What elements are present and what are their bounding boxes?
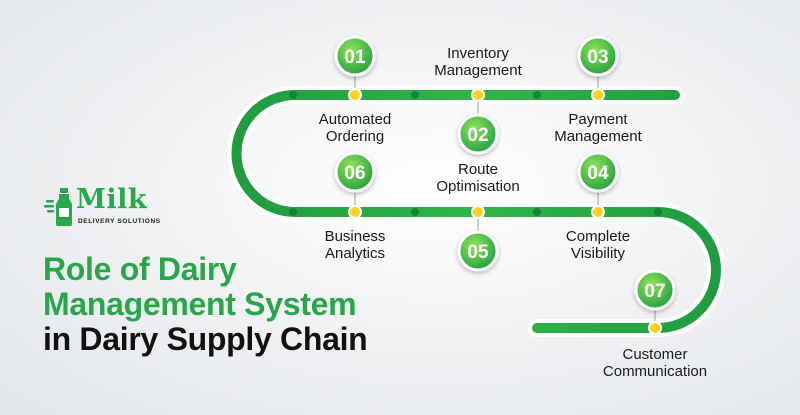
brand-logo: Milk DELIVERY SOLUTIONS [44, 184, 174, 236]
step-badge-03: 03 [577, 35, 619, 77]
step-label-07: Customer Communication [603, 346, 707, 380]
step-label-02-line2: Optimisation [436, 178, 520, 195]
step-label-03-line2: Management [554, 128, 642, 145]
step-label-02: Route Optimisation [436, 161, 519, 195]
step-badge-04: 04 [577, 151, 619, 193]
step-label-05-line1: Business [324, 228, 386, 245]
step-label-07-line1: Customer [622, 346, 688, 363]
step-number-05: 05 [467, 242, 489, 263]
step-label-01-line1: Automated [318, 111, 392, 128]
step-label-04-line1: Complete [565, 228, 631, 245]
step-label-01: Automated Ordering [319, 111, 392, 145]
step-label-02-line1: Route [457, 161, 499, 178]
milk-bottle-icon [44, 188, 72, 226]
step-label-04: Complete Visibility [566, 228, 630, 262]
step-label-06: Inventory Management [434, 45, 522, 79]
step-label-03: Payment Management [554, 111, 642, 145]
step-badge-07: 07 [634, 269, 676, 311]
path-dots [289, 91, 662, 216]
connectors [354, 74, 656, 323]
step-label-04-line2: Visibility [571, 245, 625, 262]
title-line-3: in Dairy Supply Chain [43, 321, 368, 357]
step-badge-01: 01 [334, 35, 376, 77]
step-number-07: 07 [644, 281, 665, 302]
step-label-05-line2: Analytics [324, 245, 386, 262]
logo-tagline: DELIVERY SOLUTIONS [78, 218, 161, 225]
step-badge-02: 02 [457, 113, 499, 155]
step-badge-06: 06 [334, 151, 376, 193]
step-number-03: 03 [587, 47, 608, 68]
step-number-06: 06 [344, 163, 365, 184]
step-number-02: 02 [467, 125, 488, 146]
step-number-04: 04 [587, 163, 609, 184]
step-number-01: 01 [344, 47, 366, 68]
step-label-07-line2: Communication [602, 363, 708, 380]
yellow-nodes [348, 88, 662, 335]
logo-wordmark: Milk [76, 184, 148, 215]
step-label-01-line2: Ordering [325, 128, 385, 145]
title-line-1: Role of Dairy [43, 251, 237, 287]
step-badge-05: 05 [457, 230, 499, 272]
page-title: Role of Dairy Management System in Dairy… [43, 252, 403, 357]
step-label-06-line2: Management [434, 62, 522, 79]
step-label-05: Business Analytics [325, 228, 386, 262]
step-label-03-line1: Payment [568, 111, 628, 128]
step-label-06-line1: Inventory [447, 45, 509, 62]
title-line-2: Management System [43, 286, 357, 322]
